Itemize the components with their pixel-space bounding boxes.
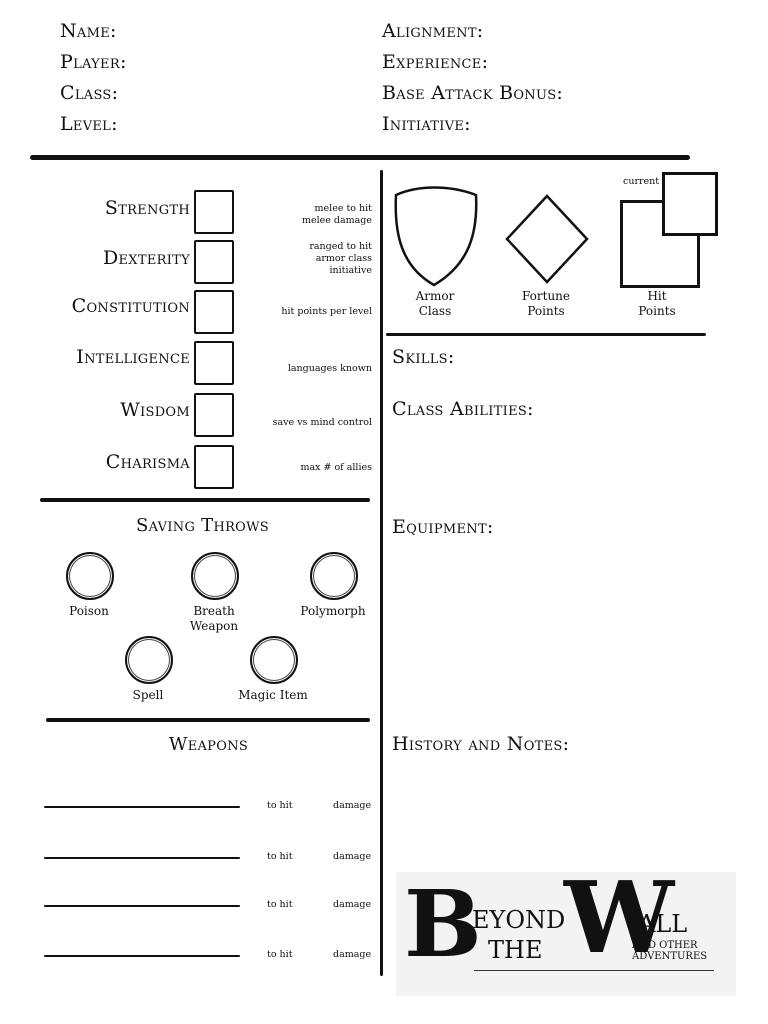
- shield-icon[interactable]: [390, 185, 482, 289]
- stat-dexterity-box[interactable]: [194, 240, 234, 284]
- weapon-line-3[interactable]: [44, 905, 240, 907]
- stat-wisdom-label: Wisdom: [120, 399, 190, 421]
- logo-and-other: AND OTHER: [632, 940, 698, 951]
- hit-points-box[interactable]: [620, 200, 700, 288]
- level-label: Level:: [60, 113, 118, 135]
- magic-item-save-label: Magic Item: [238, 688, 308, 702]
- stat-wisdom-note: save vs mind control: [272, 417, 372, 428]
- stat-charisma-label: Charisma: [105, 451, 190, 473]
- stat-charisma-note: max # of allies: [300, 462, 372, 473]
- weapon-line-1[interactable]: [44, 806, 240, 808]
- weapon-damage-4: damage: [333, 949, 372, 960]
- spell-save-circle[interactable]: [125, 636, 173, 684]
- logo-letter-b: B: [404, 870, 482, 978]
- weapons-divider: [46, 718, 370, 722]
- logo-the: THE: [488, 936, 543, 964]
- class-label: Class:: [60, 82, 119, 104]
- breath-weapon-save-circle[interactable]: [191, 552, 239, 600]
- logo-adventures: ADVENTURES: [632, 951, 708, 962]
- weapon-line-2[interactable]: [44, 857, 240, 859]
- weapon-to-hit-1: to hit: [267, 800, 293, 811]
- stat-charisma-box[interactable]: [194, 445, 234, 489]
- armor-class-label: Armor Class: [415, 289, 455, 318]
- weapon-to-hit-3: to hit: [267, 899, 293, 910]
- experience-label: Experience:: [382, 51, 489, 73]
- beyond-the-wall-logo: B EYOND THE W ALL AND OTHER ADVENTURES: [396, 861, 736, 996]
- saving-throws-divider: [40, 498, 370, 502]
- saving-throws-title: Saving Throws: [135, 515, 270, 536]
- weapon-to-hit-4: to hit: [267, 949, 293, 960]
- poison-save-circle[interactable]: [66, 552, 114, 600]
- weapon-damage-2: damage: [333, 851, 372, 862]
- stat-strength-label: Strength: [104, 197, 190, 219]
- skills-label: Skills:: [392, 346, 455, 368]
- logo-all: ALL: [638, 910, 688, 938]
- polymorph-save-circle[interactable]: [310, 552, 358, 600]
- initiative-label: Initiative:: [382, 113, 471, 135]
- stat-wisdom-box[interactable]: [194, 393, 234, 437]
- logo-eyond: EYOND: [472, 906, 566, 934]
- stat-intelligence-label: Intelligence: [76, 346, 190, 368]
- breath-weapon-save-label: Breath Weapon: [189, 604, 239, 633]
- class-abilities-label: Class Abilities:: [392, 398, 534, 420]
- magic-item-save-circle[interactable]: [250, 636, 298, 684]
- weapon-line-4[interactable]: [44, 955, 240, 957]
- current-hit-points-box[interactable]: [662, 172, 718, 236]
- player-label: Player:: [60, 51, 127, 73]
- weapon-damage-1: damage: [333, 800, 372, 811]
- stat-intelligence-box[interactable]: [194, 341, 234, 385]
- base-attack-bonus-label: Base Attack Bonus:: [382, 82, 564, 104]
- name-label: Name:: [60, 20, 117, 42]
- stat-dexterity-note: ranged to hit armor class initiative: [309, 241, 372, 276]
- alignment-label: Alignment:: [382, 20, 484, 42]
- logo-letter-w: W: [564, 861, 675, 976]
- stat-constitution-note: hit points per level: [281, 306, 372, 317]
- fortune-points-label: Fortune Points: [521, 289, 570, 318]
- equipment-label: Equipment:: [392, 516, 494, 538]
- defense-divider: [386, 333, 706, 336]
- history-notes-label: History and Notes:: [392, 733, 570, 755]
- logo-flourish: [474, 970, 714, 971]
- weapon-damage-3: damage: [333, 899, 372, 910]
- column-divider: [380, 170, 383, 976]
- stat-dexterity-label: Dexterity: [102, 247, 190, 269]
- diamond-icon[interactable]: [504, 193, 590, 285]
- hit-points-label: Hit Points: [638, 289, 676, 318]
- stat-strength-box[interactable]: [194, 190, 234, 234]
- stat-strength-note: melee to hit melee damage: [301, 203, 372, 226]
- stat-constitution-label: Constitution: [71, 295, 190, 317]
- poison-save-label: Poison: [69, 604, 109, 618]
- weapon-to-hit-2: to hit: [267, 851, 293, 862]
- current-label: current: [623, 176, 660, 187]
- stat-intelligence-note: languages known: [287, 363, 372, 374]
- header-divider: [30, 155, 690, 160]
- weapons-title: Weapons: [168, 734, 249, 755]
- polymorph-save-label: Polymorph: [300, 604, 366, 618]
- spell-save-label: Spell: [132, 688, 164, 702]
- stat-constitution-box[interactable]: [194, 290, 234, 334]
